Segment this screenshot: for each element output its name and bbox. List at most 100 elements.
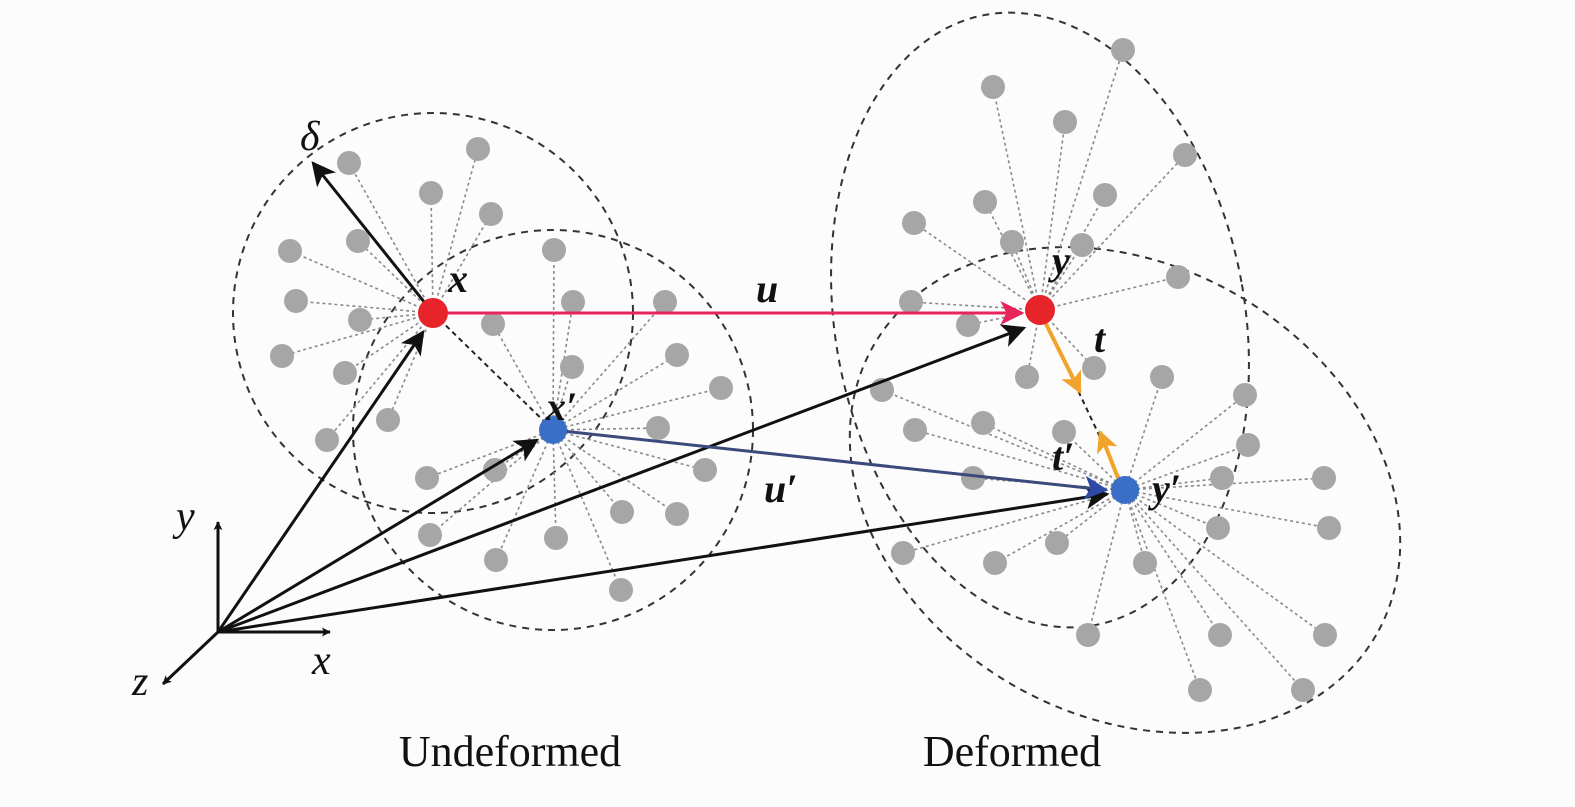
label-y-prime: y′ xyxy=(1148,466,1181,511)
neighbor-particle xyxy=(709,376,733,400)
bond-line xyxy=(432,148,479,314)
neighbor-particle xyxy=(1233,383,1257,407)
neighbor-particle xyxy=(1133,551,1157,575)
label-u: u xyxy=(756,266,778,311)
bond-line xyxy=(910,301,1041,311)
bond-line xyxy=(1039,121,1066,311)
bond-line xyxy=(492,323,554,431)
bond-line xyxy=(552,429,623,513)
neighbor-particle xyxy=(270,344,294,368)
bond-line xyxy=(552,429,622,591)
neighbor-particle xyxy=(903,418,927,442)
neighbor-particle xyxy=(376,408,400,432)
bond-line xyxy=(552,429,706,471)
neighbor-particle xyxy=(1173,143,1197,167)
position-vector-x-prime xyxy=(217,438,540,634)
neighbor-particle xyxy=(891,541,915,565)
bond-line xyxy=(1124,489,1221,636)
bond-line xyxy=(387,312,434,421)
position-vector-y xyxy=(217,324,1027,634)
position-vectors xyxy=(216,324,1110,634)
neighbor-particle xyxy=(1015,365,1039,389)
neighbor-particle xyxy=(415,466,439,490)
neighbor-particle xyxy=(1082,356,1106,380)
neighbor-particle xyxy=(1208,623,1232,647)
neighbor-particle xyxy=(561,290,585,314)
neighbor-particle xyxy=(961,466,985,490)
bond-line xyxy=(992,86,1041,311)
bond-line xyxy=(348,162,434,314)
label-y: y xyxy=(1048,238,1070,283)
bond-x-xprime xyxy=(432,312,554,431)
bond-line xyxy=(552,429,678,515)
bond-line xyxy=(881,389,1126,491)
bond-line xyxy=(432,213,492,314)
axis-y-label: y xyxy=(172,494,195,540)
neighbor-particle xyxy=(973,190,997,214)
neighbor-particle xyxy=(1313,623,1337,647)
position-vector-x xyxy=(216,330,425,633)
neighbor-particle xyxy=(981,75,1005,99)
bond-line xyxy=(552,249,555,431)
bond-line xyxy=(984,201,1041,311)
bond-line xyxy=(552,354,678,431)
material-point-x-prime xyxy=(539,416,567,444)
bond-line xyxy=(289,250,434,314)
coordinate-axes: y x z xyxy=(131,494,331,705)
label-t-prime: t′ xyxy=(1052,434,1074,479)
neighbor-particle xyxy=(284,289,308,313)
neighbor-particle xyxy=(899,290,923,314)
neighbor-particle xyxy=(610,500,634,524)
neighbor-particle xyxy=(1052,420,1076,444)
deformed-horizon-y-prime xyxy=(848,246,1402,734)
neighbor-particle xyxy=(1111,38,1135,62)
axis-z-arrow xyxy=(161,630,220,686)
displacement-vector-u-prime xyxy=(552,428,1109,500)
neighbor-particle xyxy=(971,411,995,435)
neighbor-particle xyxy=(665,502,689,526)
neighbor-particle xyxy=(1236,433,1260,457)
bond-line xyxy=(552,387,722,431)
neighbor-particle xyxy=(479,202,503,226)
neighbor-particle xyxy=(1291,678,1315,702)
neighbor-particle xyxy=(646,416,670,440)
neighbor-particle xyxy=(484,548,508,572)
neighbor-particle xyxy=(1070,233,1094,257)
deformed-horizon-y xyxy=(830,11,1250,629)
neighbor-particle xyxy=(483,458,507,482)
neighbor-particle xyxy=(419,181,443,205)
label-x-prime: x′ xyxy=(545,384,577,429)
neighbor-particle xyxy=(346,229,370,253)
neighbor-particle xyxy=(1312,466,1336,490)
force-vector-t xyxy=(1043,321,1082,394)
neighbor-particle xyxy=(665,343,689,367)
neighbor-particle xyxy=(902,211,926,235)
horizon-radius-arrow xyxy=(311,161,435,314)
bond-line xyxy=(429,429,554,536)
neighbor-particles xyxy=(270,38,1341,702)
neighbor-particle xyxy=(337,151,361,175)
neighbor-particle xyxy=(315,428,339,452)
neighbor-particle xyxy=(1150,365,1174,389)
label-t: t xyxy=(1094,316,1107,361)
neighbor-particle xyxy=(1045,531,1069,555)
neighbor-particle xyxy=(1317,516,1341,540)
neighbor-particle xyxy=(1053,110,1077,134)
neighbor-particle xyxy=(1076,623,1100,647)
neighbor-particle xyxy=(1000,230,1024,254)
neighbor-particle xyxy=(560,355,584,379)
bond-line xyxy=(1124,444,1249,491)
bond-line xyxy=(1124,376,1163,491)
neighbor-particle xyxy=(348,308,372,332)
neighbor-particle xyxy=(1166,265,1190,289)
bond-line xyxy=(1124,489,1330,529)
bond-line xyxy=(1124,489,1304,691)
bond-line xyxy=(1124,489,1201,691)
neighbor-particle xyxy=(693,458,717,482)
bond-line xyxy=(295,300,434,314)
neighbor-particle xyxy=(609,578,633,602)
bond-line xyxy=(1063,431,1126,491)
bond-line xyxy=(1087,489,1126,636)
caption-undeformed: Undeformed xyxy=(399,727,621,776)
